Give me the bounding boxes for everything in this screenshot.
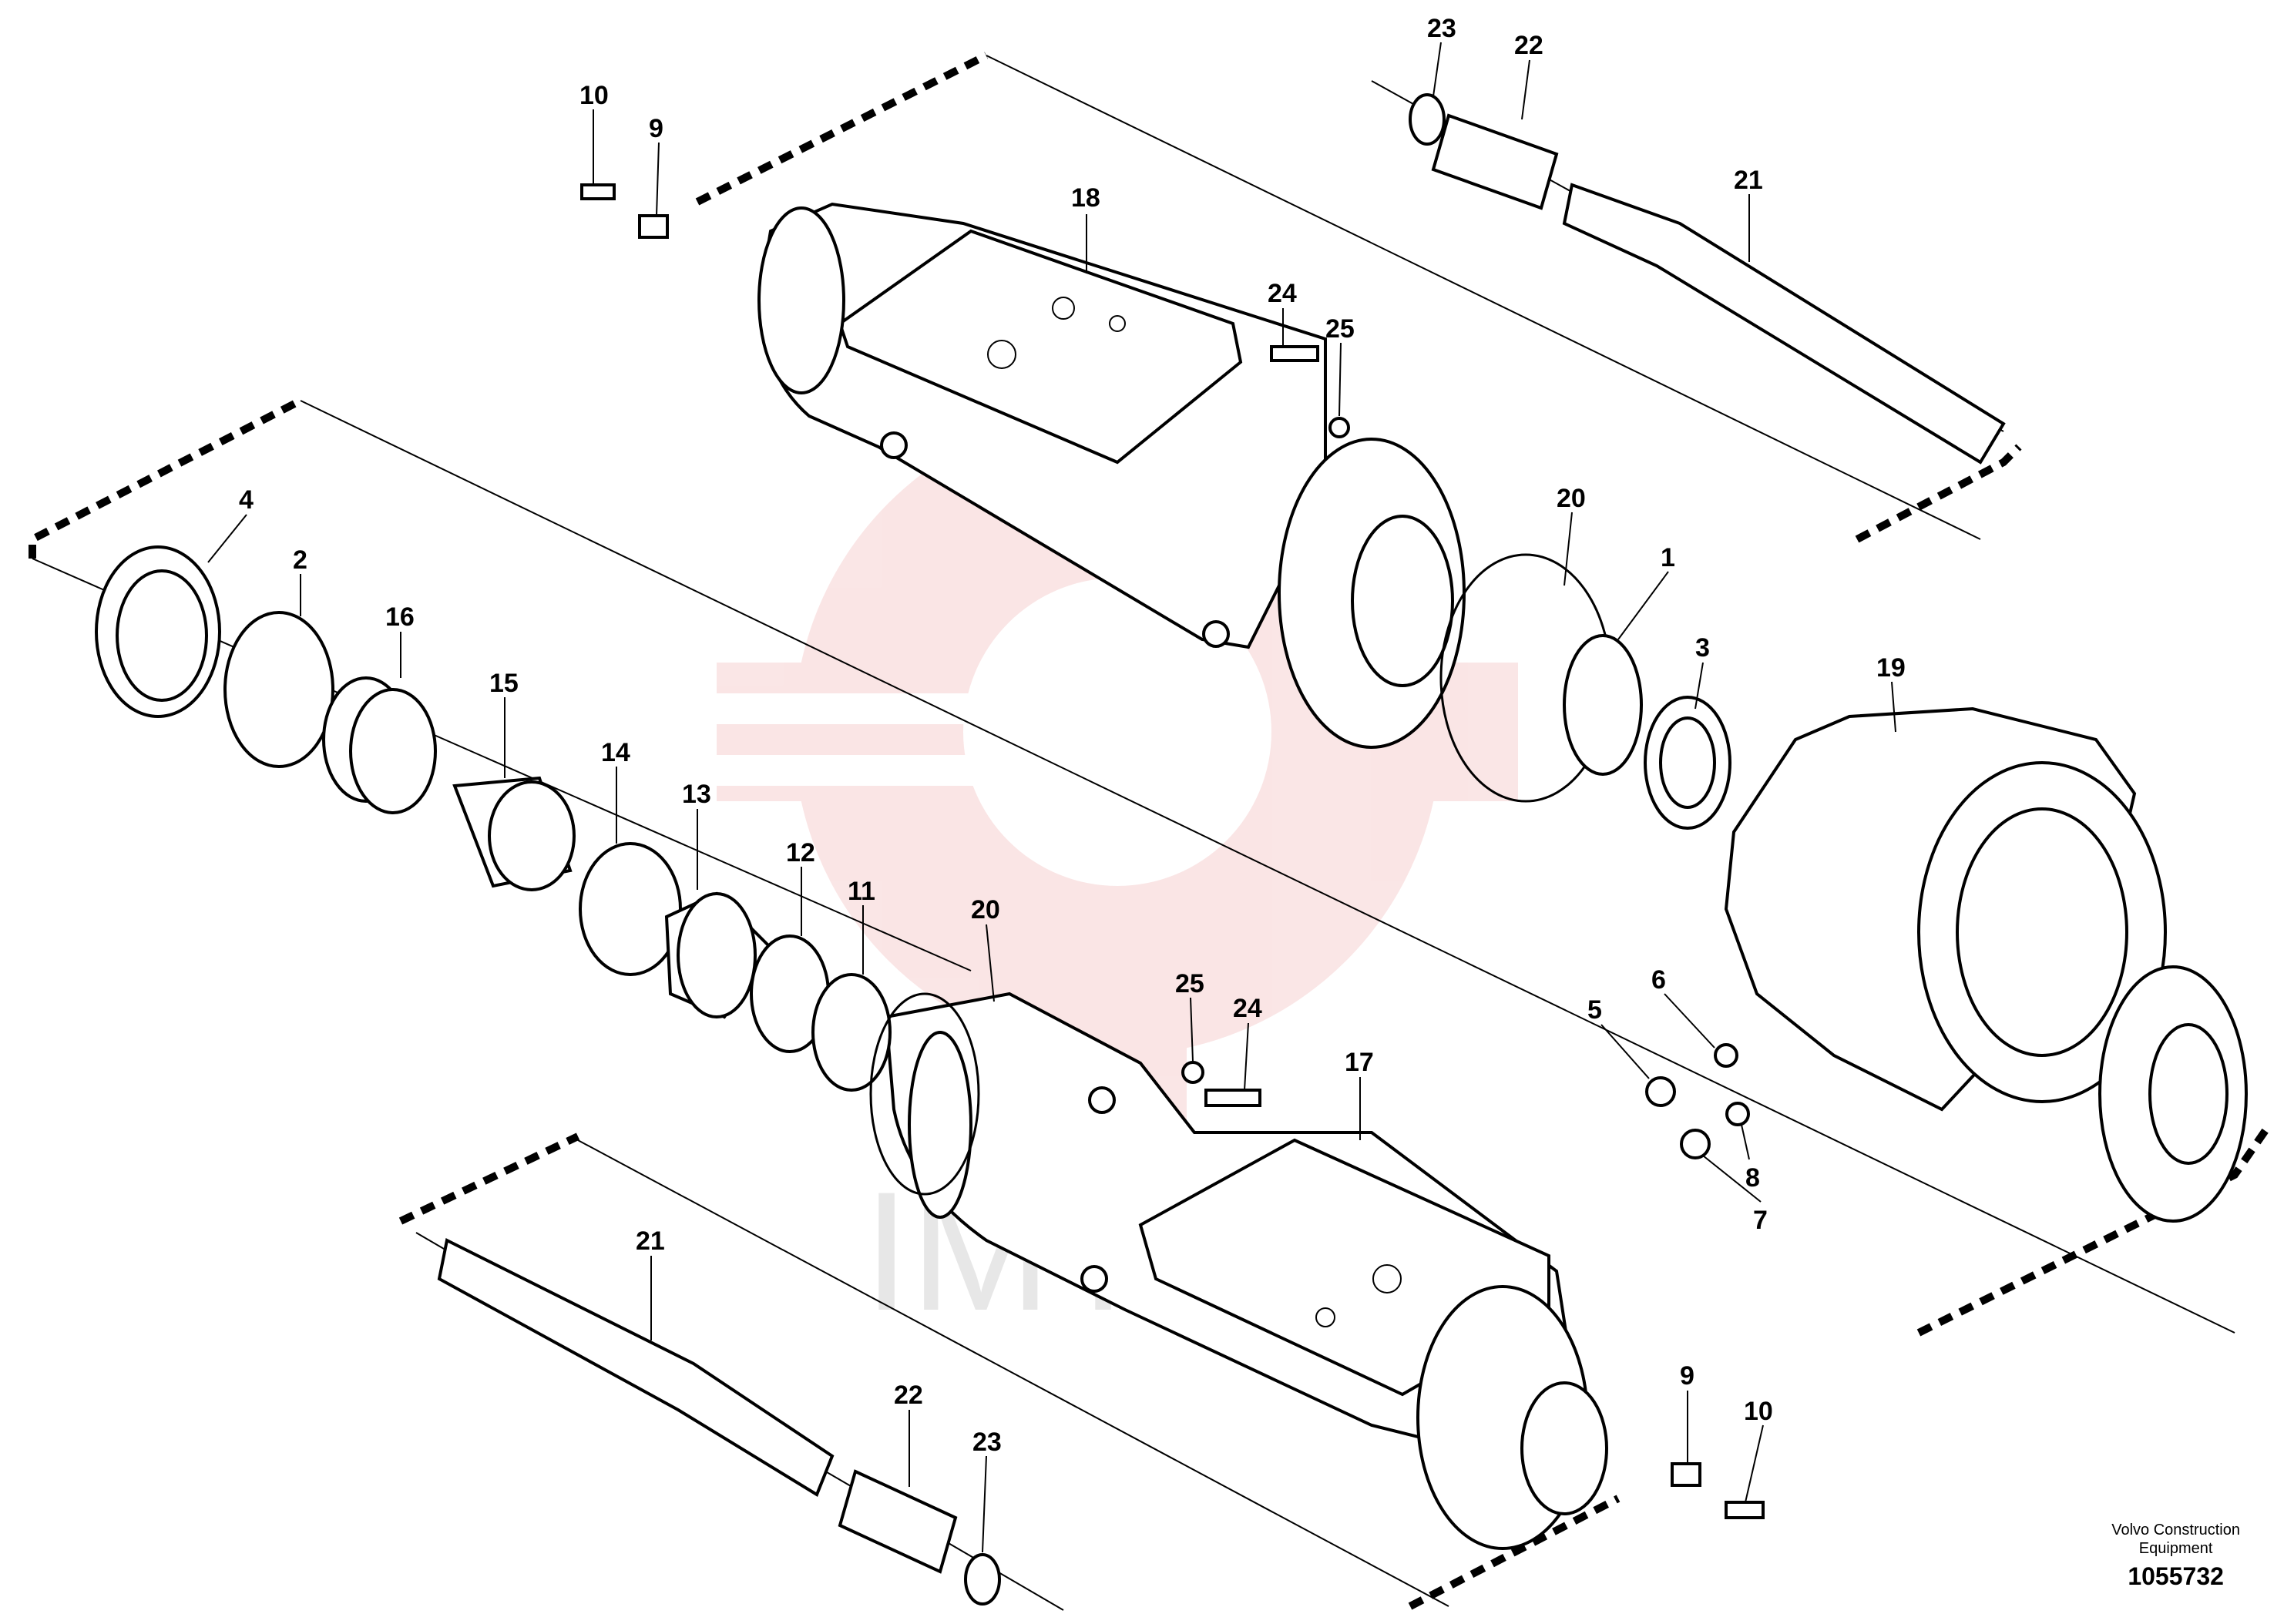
axle-housing-18 <box>757 202 1466 749</box>
axle-housing-17 <box>884 992 1608 1550</box>
ring-11 <box>811 973 892 1092</box>
callout-15: 15 <box>489 669 519 698</box>
callout-bottom-22: 22 <box>894 1381 923 1410</box>
shaft-21-top <box>1562 183 2006 465</box>
callout-20-top: 20 <box>1557 484 1586 513</box>
screw-10-top <box>580 183 616 200</box>
callout-12: 12 <box>786 838 815 867</box>
callout-19: 19 <box>1876 653 1906 683</box>
callout-bottom-25: 25 <box>1175 969 1204 998</box>
bolt-24-bottom <box>1204 1089 1261 1107</box>
callout-2: 2 <box>293 545 307 575</box>
snap-ring-23-top <box>1409 93 1446 146</box>
callout-top-23: 23 <box>1427 14 1456 43</box>
sleeve-13 <box>664 891 773 1019</box>
callout-16: 16 <box>385 602 415 632</box>
callout-14: 14 <box>601 738 630 767</box>
diagram-reference-number: 1055732 <box>2128 1562 2224 1590</box>
watermark-gear-hole <box>963 578 1271 886</box>
washer-8 <box>1725 1102 1750 1126</box>
callout-top-21: 21 <box>1734 166 1763 195</box>
callout-17: 17 <box>1345 1048 1374 1077</box>
plug-7 <box>1680 1129 1711 1159</box>
brand-line-1: Volvo Construction <box>2111 1522 2240 1538</box>
callout-13: 13 <box>682 780 711 809</box>
bolt-24-top <box>1270 345 1319 362</box>
callout-bottom-10: 10 <box>1744 1397 1773 1426</box>
bushing-22-bottom <box>838 1469 958 1574</box>
washer-25-bottom <box>1181 1061 1204 1084</box>
callout-bottom-9: 9 <box>1680 1361 1694 1391</box>
dashed-boundaries <box>29 52 2273 1610</box>
bearing-3 <box>1644 696 1731 830</box>
bushing-22-top <box>1431 113 1559 210</box>
callout-6: 6 <box>1651 965 1666 995</box>
callout-20-bottom: 20 <box>971 895 1000 924</box>
bearing-4 <box>95 545 221 718</box>
callout-labels: 10 9 18 24 25 23 22 21 20 1 3 19 4 2 16 … <box>239 14 1906 1457</box>
oring-20-bottom <box>869 992 980 1196</box>
callout-3: 3 <box>1695 633 1710 663</box>
callout-bottom-24: 24 <box>1233 994 1262 1023</box>
hub-15 <box>452 776 576 891</box>
differential-carrier-19 <box>1724 706 2248 1223</box>
brand-line-2: Equipment <box>2138 1540 2213 1557</box>
callout-4: 4 <box>239 485 254 515</box>
washer-14 <box>579 842 682 976</box>
leader-lines <box>207 42 1896 1553</box>
callout-5: 5 <box>1587 995 1602 1025</box>
washer-6 <box>1714 1043 1738 1068</box>
callout-top-18: 18 <box>1071 183 1100 213</box>
snap-ring-23-bottom <box>964 1553 1001 1606</box>
callout-top-22: 22 <box>1514 31 1543 60</box>
callout-11: 11 <box>848 877 875 906</box>
callout-bottom-21: 21 <box>636 1226 665 1256</box>
pin-9-bottom <box>1671 1462 1701 1487</box>
shaft-21-bottom <box>437 1238 835 1497</box>
callout-top-9: 9 <box>649 114 663 143</box>
callout-8: 8 <box>1745 1163 1760 1193</box>
rings-16 <box>322 676 437 814</box>
callout-7: 7 <box>1753 1206 1768 1235</box>
washer-25-top <box>1328 417 1350 438</box>
pin-9-top <box>638 214 669 239</box>
callout-bottom-23: 23 <box>972 1428 1002 1457</box>
callout-top-24: 24 <box>1268 279 1297 308</box>
callout-top-10: 10 <box>579 81 609 110</box>
screw-10-bottom <box>1725 1501 1765 1519</box>
diagram-footer: Volvo Construction Equipment 1055732 <box>2111 1521 2240 1591</box>
ring-1 <box>1563 634 1643 776</box>
plug-5 <box>1645 1076 1676 1107</box>
callout-top-25: 25 <box>1325 314 1355 344</box>
ring-2 <box>223 611 334 768</box>
callout-1: 1 <box>1661 543 1675 572</box>
